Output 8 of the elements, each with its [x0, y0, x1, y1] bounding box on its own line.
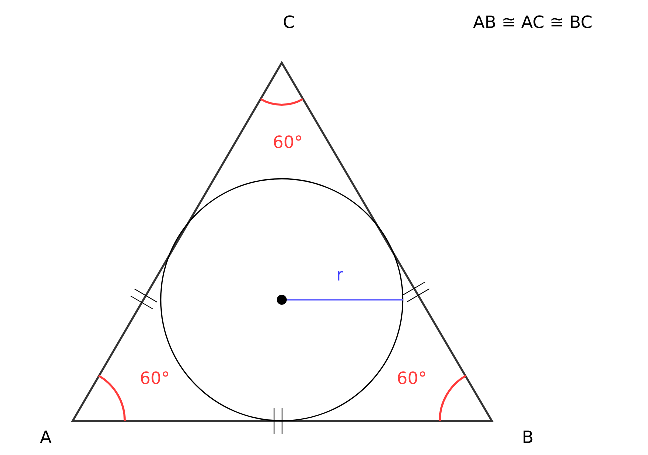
vertex-label: B: [524, 430, 533, 444]
radius-label: r: [338, 271, 344, 281]
congruence-note: AB ≅ AC ≅ BC: [473, 16, 592, 28]
angle-label: 60°: [398, 372, 426, 384]
angle-label: 60°: [274, 136, 302, 148]
vertex-label: C: [284, 16, 294, 28]
vertex-label: A: [40, 430, 52, 444]
angle-label: 60°: [141, 372, 168, 384]
